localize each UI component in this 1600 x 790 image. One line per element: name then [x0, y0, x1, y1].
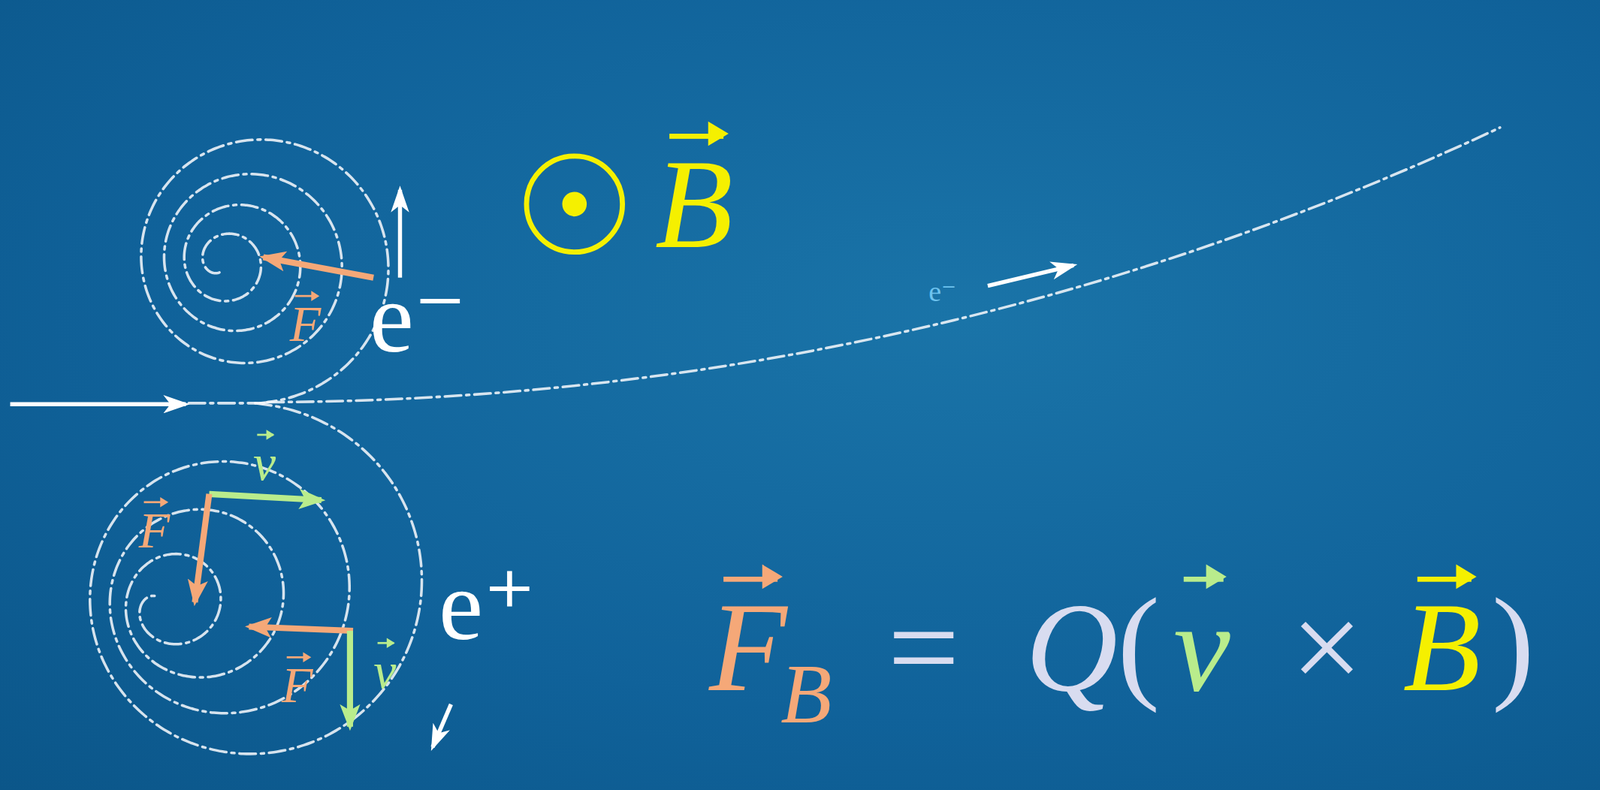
equation-subscript: B: [780, 653, 832, 737]
positron-direction-arrow: [432, 704, 451, 748]
particle-label: e⁻: [369, 267, 467, 368]
force-arrow: [248, 627, 354, 631]
incoming-arrow: [10, 402, 187, 407]
force-label: F: [289, 298, 321, 350]
particle-label: e⁻: [928, 277, 957, 307]
field-dot: [561, 192, 587, 218]
field-out-of-page-symbol: [526, 156, 623, 253]
equation-symbol: Q: [1025, 583, 1118, 712]
force-label: F: [138, 504, 170, 556]
equation-bracket: ): [1491, 579, 1535, 708]
force-label: F: [281, 659, 313, 711]
velocity-label: v: [373, 645, 396, 697]
equation-symbol: F: [709, 583, 788, 712]
equation-symbol: B: [1403, 583, 1482, 712]
electron-direction-arrow: [398, 190, 402, 278]
velocity-arrow: [208, 494, 321, 501]
equation-operator: =: [887, 583, 960, 712]
electron-track: [267, 127, 1501, 403]
equation-symbol: v: [1173, 583, 1230, 712]
particle-label: e⁺: [438, 555, 536, 656]
electron-spiral: [141, 139, 389, 404]
force-arrow: [262, 257, 374, 278]
equation-bracket: (: [1116, 579, 1160, 708]
track-arrow: [987, 265, 1074, 286]
force-arrow: [194, 494, 209, 603]
velocity-arrow: [347, 630, 354, 728]
positron-spiral: [90, 403, 423, 755]
velocity-label: v: [253, 437, 276, 489]
equation-operator: ×: [1290, 583, 1363, 712]
field-symbol: B: [655, 141, 734, 269]
